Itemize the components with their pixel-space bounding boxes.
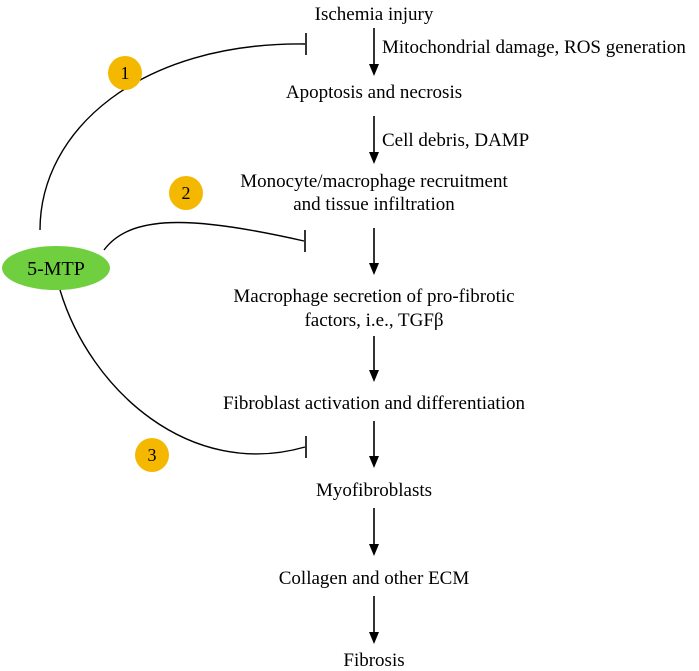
step-myofibroblasts: Myofibroblasts: [316, 480, 432, 501]
flow-arrow-7: [369, 596, 379, 644]
badge-1: 1: [108, 56, 142, 90]
badge-1-label: 1: [121, 63, 130, 83]
inhibitor-5mtp-node: 5-MTP: [2, 246, 110, 290]
step-macrophage-secretion-line1: Macrophage secretion of pro-fibrotic: [233, 286, 514, 307]
badge-3: 3: [135, 438, 169, 472]
flow-arrow-4: [369, 336, 379, 382]
inhibition-line-3: [59, 289, 307, 458]
note-cell-debris: Cell debris, DAMP: [382, 130, 529, 151]
step-macrophage-secretion-line2: factors, i.e., TGFβ: [304, 310, 443, 331]
badge-2-label: 2: [182, 183, 191, 203]
flow-arrow-1: [369, 28, 379, 76]
step-ischemia-injury: Ischemia injury: [315, 4, 434, 25]
step-fibrosis: Fibrosis: [343, 650, 404, 671]
flow-arrow-3: [369, 228, 379, 275]
inhibitor-label: 5-MTP: [27, 258, 85, 280]
step-monocyte-recruitment-line1: Monocyte/macrophage recruitment: [240, 171, 508, 192]
badge-3-label: 3: [148, 445, 157, 465]
flow-arrow-6: [369, 508, 379, 556]
step-fibroblast-activation: Fibroblast activation and differentiatio…: [223, 393, 525, 414]
step-collagen-ecm: Collagen and other ECM: [279, 568, 470, 589]
step-apoptosis-necrosis: Apoptosis and necrosis: [286, 82, 462, 103]
flow-arrow-5: [369, 421, 379, 468]
badge-2: 2: [169, 176, 203, 210]
inhibition-line-2: [103, 221, 306, 252]
inhibitor-ellipse: [2, 246, 110, 290]
note-mitochondrial-damage: Mitochondrial damage, ROS generation: [382, 37, 686, 58]
inhibition-line-1: [39, 33, 307, 231]
flow-arrow-2: [369, 116, 379, 164]
step-monocyte-recruitment-line2: and tissue infiltration: [293, 194, 455, 215]
